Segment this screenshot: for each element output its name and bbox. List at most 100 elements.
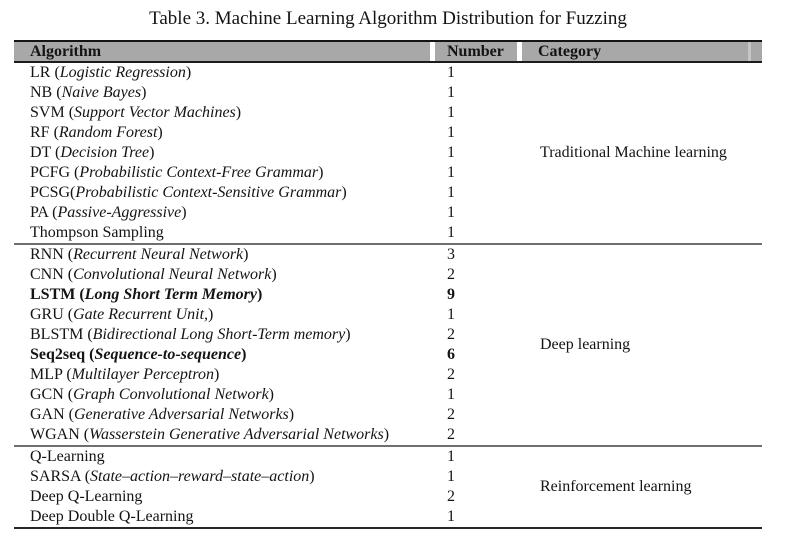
table-row: LR (Logistic Regression)1	[14, 63, 523, 83]
number-cell: 3	[447, 246, 455, 263]
category-cell: Reinforcement learning	[540, 478, 692, 495]
number-cell: 1	[447, 164, 455, 181]
algorithm-cell: SARSA (State–action–reward–state–action)	[14, 467, 436, 487]
algorithm-cell: MLP (Multilayer Perceptron)	[14, 365, 436, 385]
algorithm-abbr: Q-Learning	[30, 448, 105, 465]
algorithm-abbr: CNN	[30, 266, 64, 283]
number-cell: 2	[447, 426, 455, 443]
algorithm-abbr: GRU	[30, 306, 64, 323]
algorithm-abbr: MLP	[30, 366, 63, 383]
algorithm-full-name: Graph Convolutional Network	[73, 386, 269, 403]
paren-close: )	[235, 104, 242, 121]
algorithm-cell: RNN (Recurrent Neural Network)	[14, 245, 436, 265]
table-group-deep-learning: RNN (Recurrent Neural Network)3 CNN (Con…	[14, 245, 762, 447]
algorithm-cell: BLSTM (Bidirectional Long Short-Term mem…	[14, 325, 436, 345]
algorithm-full-name: Probabilistic Context-Free Grammar	[79, 164, 319, 181]
algorithm-full-name: Probabilistic Context-Sensitive Grammar	[75, 184, 342, 201]
paren-open: (	[64, 406, 74, 423]
table-row: GAN (Generative Adversarial Networks)2	[14, 405, 523, 425]
paren-open: (	[63, 266, 74, 283]
algorithm-cell: Q-Learning	[14, 447, 436, 467]
algorithm-cell: PCFG (Probabilistic Context-Free Grammar…	[14, 163, 436, 183]
table-row: Seq2seq (Sequence-to-sequence)6	[14, 345, 523, 365]
algorithm-cell: PCSG(Probabilistic Context-Sensitive Gra…	[14, 183, 436, 203]
algorithm-cell: LSTM (Long Short Term Memory)	[14, 285, 436, 305]
number-cell: 1	[447, 386, 455, 403]
algorithm-full-name: Wasserstein Generative Adversarial Netwo…	[89, 426, 384, 443]
table-row: SVM (Support Vector Machines) 1	[14, 103, 523, 123]
algorithm-abbr: SVM	[30, 104, 65, 121]
paren-open: (	[79, 426, 90, 443]
table-row: PCSG(Probabilistic Context-Sensitive Gra…	[14, 183, 523, 203]
paren-open: (	[80, 468, 91, 485]
algorithm-abbr: WGAN	[30, 426, 80, 443]
algorithm-abbr: Deep Double Q-Learning	[30, 508, 194, 525]
paren-close: )	[208, 306, 214, 323]
paren-close: )	[185, 64, 192, 81]
paren-close: )	[271, 266, 277, 283]
algorithm-full-name: Support Vector Machines	[74, 104, 236, 121]
table-row: NB (Naive Bayes)1	[14, 83, 523, 103]
table-row: Deep Q-Learning 2	[14, 487, 523, 507]
table-row: PCFG (Probabilistic Context-Free Grammar…	[14, 163, 523, 183]
number-cell: 1	[447, 184, 455, 201]
number-cell: 1	[447, 104, 455, 121]
header-cell-divider	[517, 42, 522, 61]
group-rows: RNN (Recurrent Neural Network)3 CNN (Con…	[14, 245, 523, 445]
paren-open: (	[83, 326, 93, 343]
algorithm-abbr: Thompson Sampling	[30, 224, 164, 241]
table-row: GCN (Graph Convolutional Network)1	[14, 385, 523, 405]
algorithm-cell: GAN (Generative Adversarial Networks)	[14, 405, 436, 425]
algorithm-abbr: DT	[30, 144, 52, 161]
paren-open: (	[52, 84, 62, 101]
paren-close: )	[149, 144, 155, 161]
table-header-row: Algorithm Number Category	[14, 40, 762, 63]
algorithm-cell: Thompson Sampling	[14, 223, 436, 243]
algorithm-full-name: Decision Tree	[60, 144, 150, 161]
paren-close: )	[181, 204, 187, 221]
number-cell: 1	[447, 508, 455, 525]
number-cell: 1	[447, 64, 455, 81]
algorithm-full-name: State–action–reward–state–action	[90, 468, 310, 485]
paren-close: )	[309, 468, 315, 485]
algorithm-full-name: Sequence-to-sequence	[94, 346, 242, 363]
algorithm-abbr: PCFG	[30, 164, 71, 181]
paren-open: (	[48, 204, 58, 221]
table-row: Thompson Sampling 1	[14, 223, 523, 243]
paren-close: )	[383, 426, 390, 443]
algorithm-full-name: Gate Recurrent Unit,	[73, 306, 209, 323]
table-row: CNN (Convolutional Neural Network)2	[14, 265, 523, 285]
number-cell: 2	[447, 488, 455, 505]
algorithm-abbr: Deep Q-Learning	[30, 488, 143, 505]
paren-open: (	[85, 346, 95, 363]
paren-close: )	[257, 286, 263, 303]
algorithm-full-name: Generative Adversarial Networks	[74, 406, 289, 423]
algorithm-abbr: NB	[30, 84, 53, 101]
algorithm-cell: GRU (Gate Recurrent Unit,)	[14, 305, 436, 325]
number-cell: 9	[447, 286, 455, 303]
algorithm-abbr: PA	[30, 204, 49, 221]
category-cell: Traditional Machine learning	[540, 144, 727, 161]
table-title: Table 3. Machine Learning Algorithm Dist…	[149, 8, 627, 29]
algorithm-full-name: Naive Bayes	[61, 84, 142, 101]
number-cell: 1	[447, 468, 455, 485]
algorithm-distribution-table: Algorithm Number Category LR (Logistic R…	[14, 40, 762, 529]
header-cell-divider	[430, 42, 435, 61]
number-cell: 2	[447, 266, 455, 283]
number-cell: 1	[447, 224, 455, 241]
algorithm-abbr: GCN	[30, 386, 64, 403]
table-row: Deep Double Q-Learning 1	[14, 507, 523, 527]
header-cell-divider	[748, 42, 751, 61]
paren-close: )	[345, 326, 351, 343]
paren-open: (	[70, 184, 76, 201]
algorithm-full-name: Recurrent Neural Network	[73, 246, 244, 263]
table-row: GRU (Gate Recurrent Unit,)1	[14, 305, 523, 325]
paren-open: (	[64, 104, 75, 121]
table-row: DT (Decision Tree)1	[14, 143, 523, 163]
column-header-algorithm: Algorithm	[30, 43, 102, 60]
number-cell: 1	[447, 204, 455, 221]
algorithm-abbr: GAN	[30, 406, 65, 423]
number-cell: 1	[447, 144, 455, 161]
